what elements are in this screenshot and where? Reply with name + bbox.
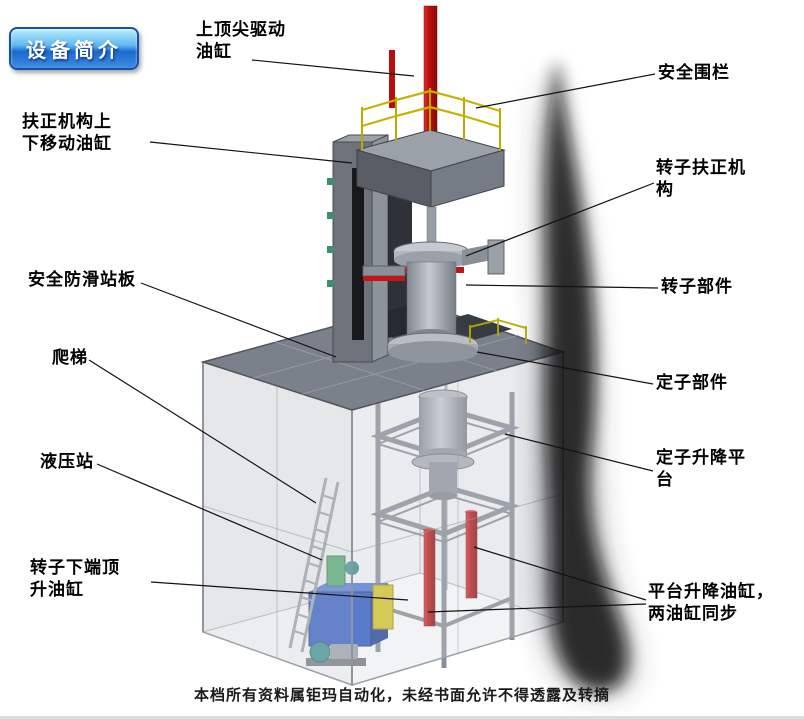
leader-antislip-platform (140, 282, 337, 358)
hydraulic-power-unit (306, 555, 394, 666)
safety-fence-railing (361, 88, 501, 151)
callout-rotor-jack-cylinder: 转子下端顶升油缸 (30, 558, 120, 600)
leader-rotor-centering (465, 182, 655, 257)
callout-hydraulic-station: 液压站 (40, 452, 94, 471)
leader-rotor-component (465, 284, 659, 289)
callout-stator-component: 定子部件 (656, 373, 728, 392)
rotor-assembly (362, 206, 527, 363)
enclosure-front (202, 351, 564, 687)
callout-rotor-component: 转子部件 (661, 277, 733, 296)
callout-top-drive-cylinder: 上顶尖驱动油缸 (196, 20, 286, 62)
centering-arm-left (362, 265, 406, 277)
callout-safety-fence: 安全围栏 (658, 63, 730, 82)
leader-lift-cylinder-right (473, 546, 647, 601)
leader-safety-fence (475, 73, 656, 109)
callout-platform-cylinders: 平台升降油缸，两油缸同步 (648, 582, 774, 624)
leader-top-drive-cylinder (251, 59, 415, 77)
leader-stator-component (476, 351, 654, 385)
callout-ladder: 爬梯 (52, 348, 88, 367)
leader-lines (88, 59, 659, 613)
lift-cylinder-left (423, 529, 436, 627)
centering-bracket (487, 239, 505, 275)
title-badge: 设备简介 (9, 27, 139, 70)
stator-cylinder (411, 389, 475, 500)
leader-centering-cylinder (149, 141, 353, 164)
head-box (355, 129, 506, 208)
yellow-cabinet (372, 584, 394, 630)
footer-copyright: 本档所有资料属钜玛自动化，未经书面允许不得透露及转摘 (193, 687, 610, 704)
callout-centering-cylinder: 扶正机构上下移动油缸 (22, 112, 112, 154)
platform-side-railing (469, 318, 527, 344)
bottom-edge (0, 716, 804, 719)
ladder (288, 477, 340, 653)
leader-stator-platform (504, 433, 654, 472)
leader-ladder (88, 359, 317, 504)
pump-block (326, 555, 346, 587)
lift-cylinder-right (465, 511, 478, 599)
leader-hydraulic-station (96, 463, 323, 561)
ink-shadow (540, 60, 631, 692)
platform-lift-cylinders (423, 510, 478, 627)
callout-antislip-platform: 安全防滑站板 (28, 270, 136, 289)
callout-rotor-centering: 转子扶正机构 (656, 158, 746, 200)
leader-lift-cylinder-left (427, 603, 647, 613)
leader-rotor-jack-cylinder (150, 581, 409, 601)
callout-stator-platform: 定子升降平台 (656, 448, 746, 490)
